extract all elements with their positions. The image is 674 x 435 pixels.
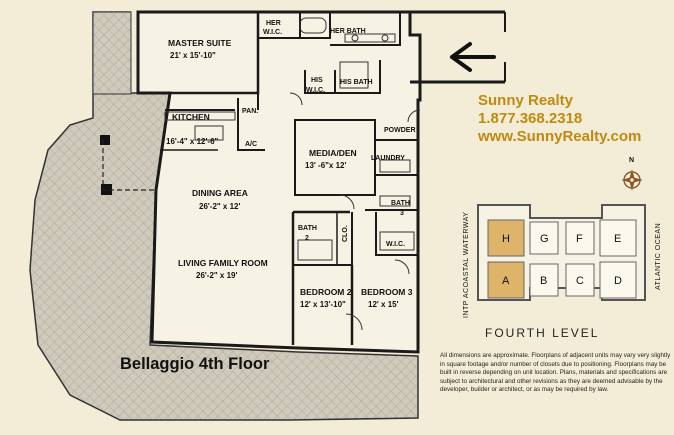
terrace-rail	[102, 140, 155, 191]
bath3-vanity	[379, 195, 411, 207]
closet-label: CLO.	[342, 225, 349, 242]
entry-corridor	[410, 10, 505, 100]
key-unit-G	[529, 221, 559, 255]
media-den-dims: 13' -6"x 12'	[305, 161, 347, 170]
dining-name: DINING AREA	[192, 188, 248, 198]
bedroom3-name: BEDROOM 3	[361, 287, 413, 297]
laundry-label: LAUNDRY	[371, 155, 405, 162]
bath2-line1: BATH	[298, 225, 317, 232]
terrace-column	[101, 184, 112, 195]
fixtures	[164, 17, 421, 331]
key-label-D: D	[614, 275, 622, 287]
kitchen-counter	[164, 111, 236, 121]
kitchen-dims: 16'-4" x 12'-6"	[166, 137, 219, 146]
realty-website[interactable]: www.SunnyRealty.com	[478, 128, 642, 145]
master-suite-name: MASTER SUITE	[168, 38, 232, 48]
media-den-name: MEDIA/DEN	[309, 148, 357, 158]
realty-name: Sunny Realty	[478, 92, 574, 109]
key-unit-F	[565, 221, 595, 255]
shower-his	[339, 61, 369, 89]
bath3-line2: 3	[400, 210, 404, 217]
bedroom3-dims: 12' x 15'	[368, 300, 399, 309]
dining-dims: 26'-2" x 12'	[199, 202, 241, 211]
key-unit-E	[599, 219, 637, 257]
key-unit-H	[487, 219, 525, 257]
key-label-C: C	[576, 275, 584, 287]
level-label: FOURTH LEVEL	[485, 326, 600, 340]
door-swing-4	[394, 259, 410, 275]
realty-phone: 1.877.368.2318	[478, 110, 583, 127]
compass-rose-icon	[621, 169, 643, 191]
bathtub	[299, 17, 327, 34]
ocean-label: ATLANTIC OCEAN	[655, 223, 662, 290]
terrace-column-2	[100, 135, 110, 145]
door-swing-2	[339, 194, 355, 210]
kitchen-name: KITCHEN	[172, 112, 210, 122]
kitchen-island	[194, 125, 224, 141]
waterway-label: INTP ACOASTAL WATERWAY	[463, 212, 470, 318]
her-wic-line2: W.I.C.	[263, 29, 282, 36]
pantry-label: PAN.	[242, 108, 258, 115]
key-plan: H G F E A B C D INTP ACOASTAL WATERWAY A…	[463, 204, 662, 318]
key-label-G: G	[540, 233, 549, 245]
his-bath-label: HIS BATH	[340, 79, 373, 86]
door-swing-5	[407, 109, 421, 123]
key-label-F: F	[576, 233, 583, 245]
key-label-B: B	[540, 275, 547, 287]
plan-title: Bellaggio 4th Floor	[120, 355, 270, 373]
her-bath-label: HER BATH	[330, 28, 366, 35]
powder-label: POWDER	[384, 127, 416, 134]
key-unit-A	[487, 261, 525, 299]
bedroom2-dims: 12' x 13'-10"	[300, 300, 346, 309]
master-suite-dims: 21' x 15'-10"	[170, 51, 216, 60]
key-label-A: A	[502, 275, 510, 287]
laundry-machines	[379, 159, 411, 173]
his-wic-line2: W.I.C.	[306, 87, 325, 94]
interior-walls	[138, 12, 420, 345]
compass-north-label: N	[629, 157, 634, 164]
key-label-H: H	[502, 233, 510, 245]
vanity-her	[344, 33, 396, 43]
living-dims: 26'-2" x 19'	[196, 271, 238, 280]
bath2-tub	[297, 239, 333, 261]
realty-info: Sunny Realty 1.877.368.2318 www.SunnyRea…	[478, 92, 641, 146]
sink-her-1	[351, 34, 359, 42]
door-swing-1	[289, 92, 303, 106]
his-wic-line1: HIS	[311, 77, 323, 84]
key-label-E: E	[614, 233, 621, 245]
wic3-label: W.I.C.	[386, 241, 405, 248]
living-name: LIVING FAMILY ROOM	[178, 258, 268, 268]
terrace-north-strip	[92, 11, 132, 95]
sink-her-2	[381, 34, 389, 42]
door-swing-3	[345, 313, 363, 331]
wic3-shelf	[379, 231, 415, 251]
key-unit-C	[565, 263, 595, 297]
her-wic-line1: HER	[266, 20, 281, 27]
bath3-line1: BATH	[391, 200, 410, 207]
disclaimer-text: All dimensions are approximate. Floorpla…	[440, 352, 671, 394]
ac-label: A/C	[245, 141, 257, 148]
bath2-line2: 2	[305, 235, 309, 242]
entry-arrow-icon	[450, 42, 496, 72]
key-unit-B	[529, 263, 559, 297]
bedroom2-name: BEDROOM 2	[300, 287, 352, 297]
key-unit-D	[599, 261, 637, 299]
